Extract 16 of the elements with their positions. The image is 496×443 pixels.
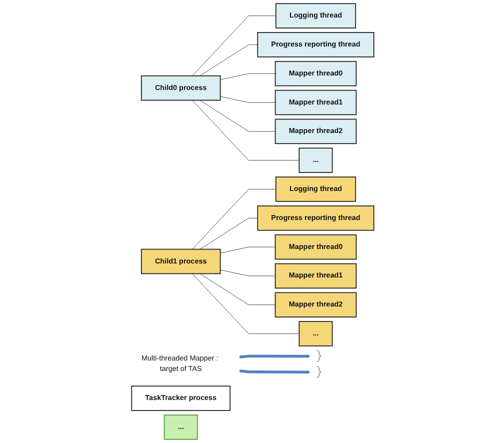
connector [200, 44, 258, 76]
connector [192, 16, 276, 76]
connector [220, 73, 276, 80]
node-bracket [316, 366, 322, 378]
connector [192, 100, 300, 161]
connector [220, 96, 276, 103]
arrow [239, 354, 310, 358]
connector [220, 270, 276, 276]
connector [192, 188, 276, 250]
connector [220, 246, 276, 254]
connector [200, 100, 276, 132]
connector [200, 273, 276, 306]
connector [192, 273, 300, 334]
node-bracket [316, 350, 322, 362]
arrow [239, 369, 310, 374]
connector [200, 218, 258, 250]
